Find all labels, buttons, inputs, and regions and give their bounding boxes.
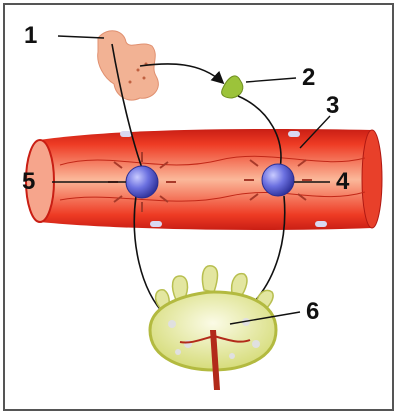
label-2: 2 (302, 66, 315, 90)
gland-icon (150, 266, 276, 390)
label-6: 6 (306, 300, 319, 324)
blood-vessel (26, 129, 382, 230)
label-4: 4 (336, 170, 349, 194)
label-5: 5 (22, 170, 35, 194)
nerve-ending-icon (222, 76, 243, 98)
label-1: 1 (24, 24, 37, 48)
label-3: 3 (326, 94, 339, 118)
